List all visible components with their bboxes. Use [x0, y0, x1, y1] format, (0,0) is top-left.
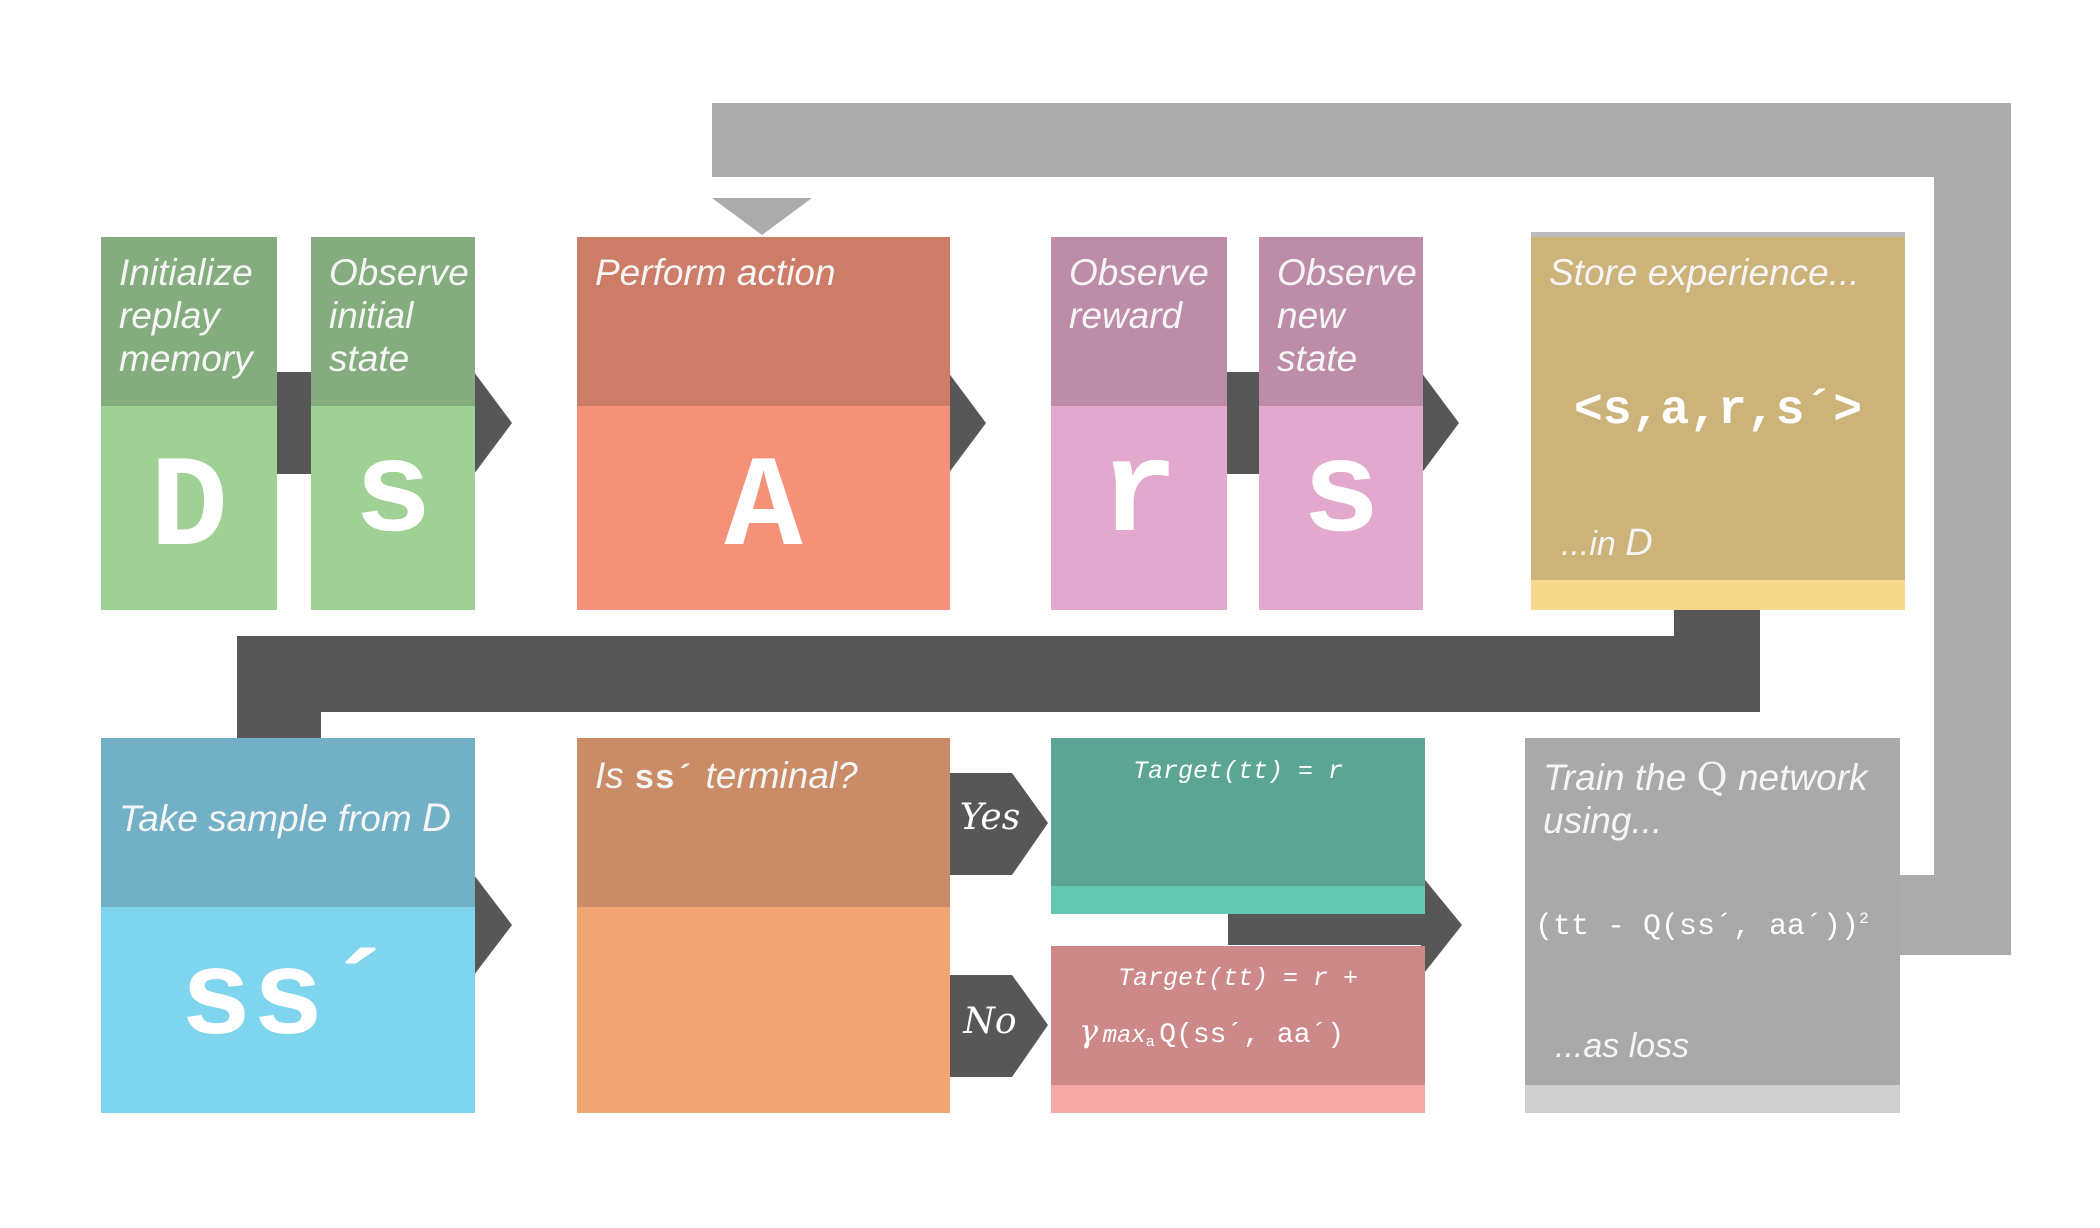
feedback-arrowhead: [712, 198, 812, 235]
observe-new-box: Observe new state s: [1259, 237, 1423, 610]
reward-symbol: r: [1099, 423, 1178, 570]
observe-initial-box: Observe initial state s: [311, 237, 475, 610]
init-memory-label: Initialize replay memory: [119, 252, 253, 379]
store-footer-symbol: D: [1625, 522, 1653, 564]
take-sample-label-symbol: D: [421, 796, 451, 840]
store-footer: ...in D: [1561, 522, 1653, 565]
take-sample-label-text: Take sample from: [119, 798, 422, 839]
target-nonterminal-line2: γ maxa Q(ss´, aa´): [1079, 1012, 1344, 1051]
train-footer: ...as loss: [1555, 1027, 1690, 1065]
target-nonterminal-line1: Target(tt) = r +: [1117, 964, 1359, 993]
loss-power: 2: [1859, 910, 1869, 928]
connector-store-to-sample: [237, 606, 1760, 740]
terminal-symbol: ss´: [634, 761, 696, 799]
loss-formula: (tt - Q(ss´, aa´))2: [1535, 910, 1869, 944]
train-suffix: network using...: [1543, 757, 1868, 841]
observe-reward-box: Observe reward r: [1051, 237, 1227, 610]
loss-expression: (tt - Q(ss´, aa´)): [1535, 910, 1860, 944]
max-operator: max: [1102, 1023, 1146, 1050]
action-symbol: A: [724, 437, 803, 584]
terminal-prefix: Is: [595, 755, 635, 796]
init-memory-box: Initialize replay memory D: [101, 237, 277, 610]
train-prefix: Train the: [1543, 757, 1697, 798]
connector-r-s: [1225, 372, 1259, 474]
arrow-yes: [948, 773, 1048, 875]
branch-no-label: No: [963, 1001, 1017, 1042]
experience-tuple: <s,a,r,s´>: [1573, 384, 1863, 438]
store-footer-prefix: ...in: [1561, 525, 1626, 563]
target-terminal-box: Target(tt) = r: [1051, 738, 1425, 914]
new-state-symbol: s: [1301, 423, 1380, 570]
observe-reward-label: Observe reward: [1069, 252, 1209, 336]
target-nonterminal-box: Target(tt) = r + γ maxa Q(ss´, aa´): [1051, 946, 1425, 1113]
perform-action-box: Perform action A: [577, 237, 950, 610]
replay-memory-symbol: D: [149, 437, 228, 584]
observe-new-label: Observe new state: [1277, 252, 1417, 379]
terminal-suffix: terminal?: [695, 755, 858, 796]
terminal-check-box: Is ss´ terminal?: [577, 738, 950, 1113]
train-q-symbol: Q: [1696, 755, 1728, 799]
sample-symbol: ss´: [179, 934, 397, 1070]
arrow-s-to-a: [474, 372, 512, 474]
arrow-no: [948, 975, 1048, 1077]
initial-state-symbol: s: [353, 423, 432, 570]
arrow-target-to-train: [1228, 875, 1462, 977]
take-sample-box: Take sample from D ss´: [101, 738, 475, 1113]
train-network-box: Train the Q network using... (tt - Q(ss´…: [1525, 738, 1900, 1113]
terminal-check-label: Is ss´ terminal?: [595, 754, 858, 802]
store-experience-label: Store experience...: [1549, 252, 1860, 293]
arrow-s-to-store: [1421, 372, 1459, 474]
target-terminal-formula: Target(tt) = r: [1132, 757, 1344, 786]
gamma-symbol: γ: [1079, 1012, 1099, 1050]
max-subscript: a: [1145, 1034, 1155, 1052]
train-network-label: Train the Q network using...: [1543, 756, 1868, 842]
take-sample-label: Take sample from D: [119, 754, 451, 840]
connector-d-s: [277, 372, 311, 474]
arrow-sample-to-terminal: [474, 875, 512, 975]
arrow-a-to-r: [948, 372, 986, 474]
perform-action-label: Perform action: [595, 252, 836, 293]
q-term: Q(ss´, aa´): [1159, 1020, 1345, 1051]
observe-initial-label: Observe initial state: [329, 252, 469, 379]
branch-yes-label: Yes: [959, 797, 1021, 838]
store-experience-box: Store experience... <s,a,r,s´> ...in D: [1531, 232, 1905, 610]
